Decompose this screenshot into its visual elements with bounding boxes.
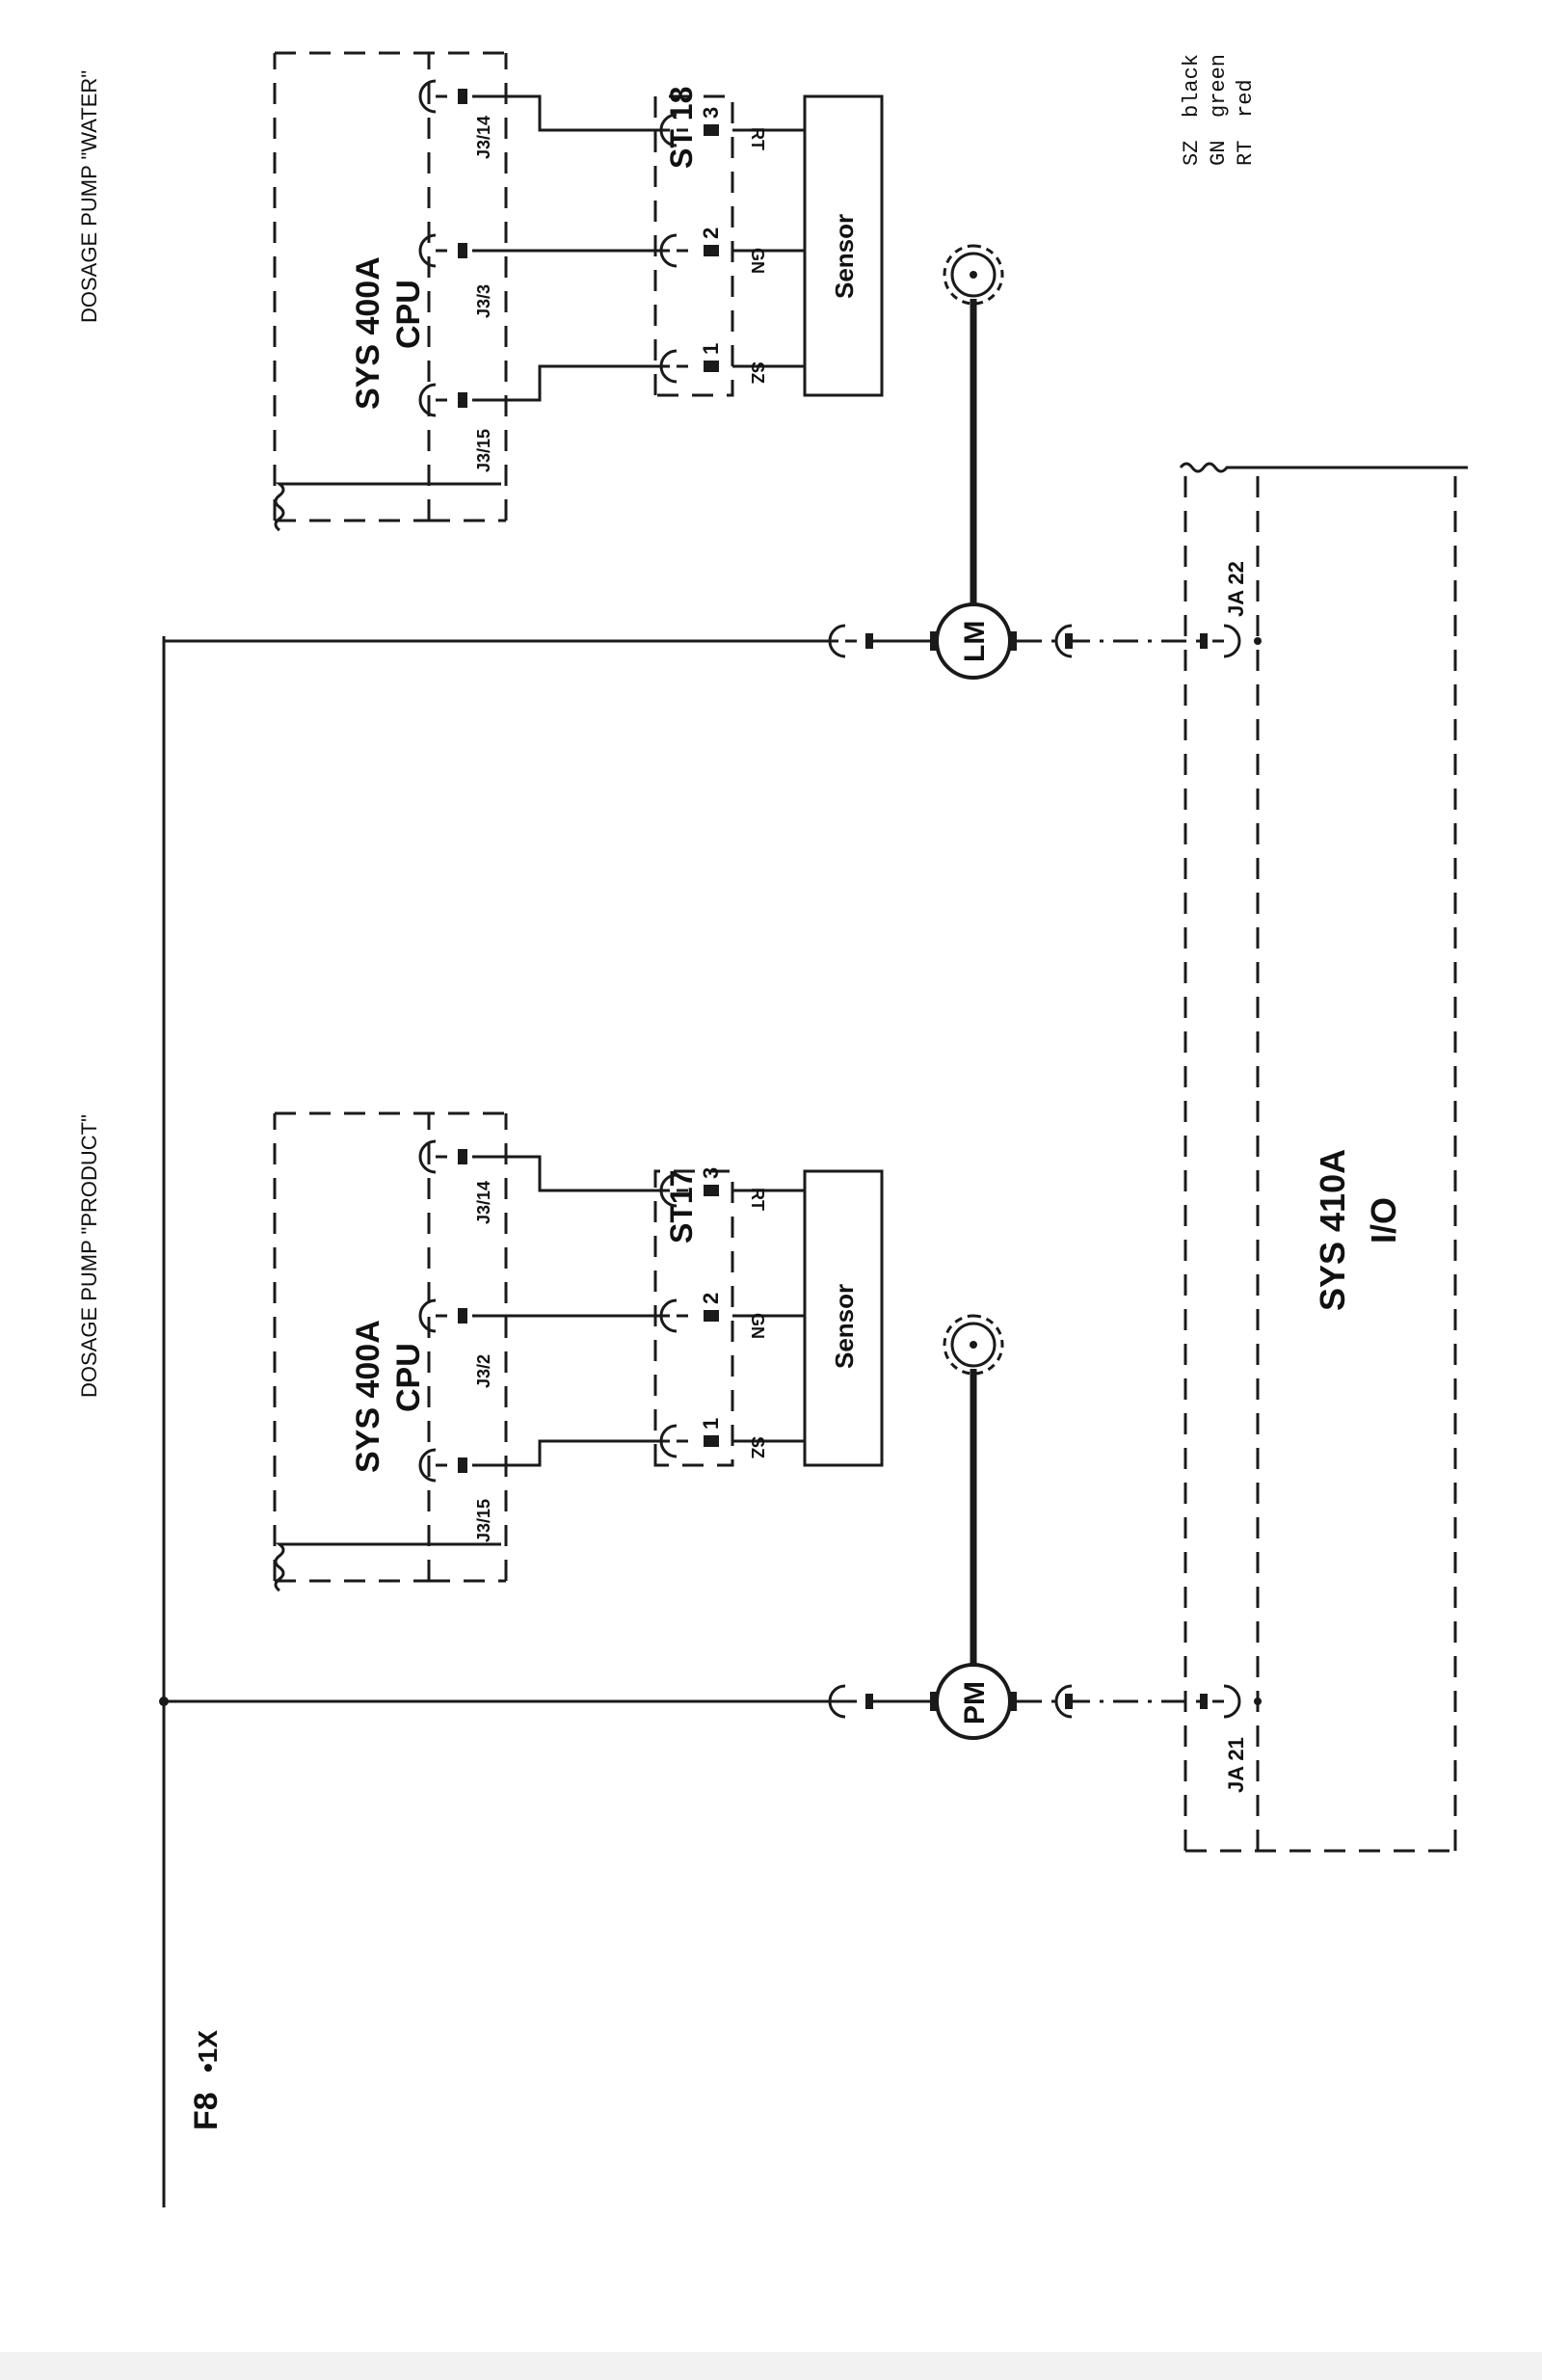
cpu-box-water [273,51,508,532]
legend-code-rt: RT [1234,141,1258,166]
io-pin-ja21: JA 21 [1224,1737,1248,1793]
cpu-water-line1: SYS 400A [350,256,386,410]
legend-code-sz: SZ [1180,141,1204,166]
fuse-label: F8 [188,2092,225,2130]
rotated-drawing: F8 •1X DOSAGE PUMP "PRODUCT" DOSAGE PUMP… [77,51,1468,2207]
wire-product-sz [472,1439,670,1467]
motor-pm-label: PM [959,1681,991,1725]
encoder-gear-product [943,1314,1004,1376]
plug-st17-pin-2: 2 [699,1293,723,1304]
io-line2: I/O [1364,1197,1403,1243]
color-legend: SZ black GN green RT red [1180,54,1258,166]
title-product: DOSAGE PUMP "PRODUCT" [77,1114,101,1398]
wire-label-water-sz: SZ [748,361,767,384]
legend-meaning-rt: red [1234,79,1258,118]
legend-meaning-gn: green [1207,54,1231,118]
cpu-water-line2: CPU [390,280,427,349]
cpu-product-pin-j3-14: J3/14 [474,1181,493,1224]
motor-lm-label: LM [959,621,991,662]
wire-label-water-rt: RT [748,127,767,150]
wire-label-product-rt: RT [748,1188,767,1211]
legend-code-gn: GN [1207,141,1231,166]
wire-label-product-sz: SZ [748,1436,767,1458]
wire-product-rt [472,1155,670,1192]
wire-water-sz [472,364,670,402]
plug-st18-pin-2: 2 [699,227,723,239]
plug-label-st18: ST 18 [664,87,699,169]
io-pin-ja22: JA 22 [1224,561,1248,617]
sensor-label-product: Sensor [830,1284,859,1369]
plug-st17-pin-3: 3 [699,1167,723,1179]
cpu-water-pin-j3-3: J3/3 [474,284,493,318]
wire-label-water-gn: GN [748,248,767,274]
sensor-box-product [803,1169,884,1467]
cpu-box-product [273,1111,508,1592]
title-water: DOSAGE PUMP "WATER" [77,70,101,323]
fuse-sub-label: •1X [193,2030,223,2072]
legend-meaning-sz: black [1180,54,1204,118]
cpu-product-pin-j3-2: J3/2 [474,1354,493,1388]
plug-box-st17 [653,1169,734,1467]
io-line1: SYS 410A [1313,1149,1352,1311]
plug-box-st18 [653,94,734,397]
plug-st17-pin-1: 1 [699,1418,723,1430]
wire-label-product-gn: GN [748,1313,767,1339]
io-box [1179,462,1468,1853]
cpu-water-pin-j3-15: J3/15 [474,429,493,472]
plug-label-st17: ST17 [664,1170,699,1243]
plug-st18-pin-3: 3 [699,107,723,119]
cpu-product-line1: SYS 400A [350,1320,386,1473]
cpu-product-pin-j3-15: J3/15 [474,1499,493,1542]
sensor-box-water [803,94,884,397]
sensor-label-water: Sensor [830,214,859,299]
wire-water-rt [472,94,670,132]
plug-st18-pin-1: 1 [699,343,723,355]
encoder-gear-water [943,244,1004,306]
cpu-product-line2: CPU [390,1343,427,1412]
cpu-water-pin-j3-14: J3/14 [474,116,493,159]
bottom-strip [0,2352,1542,2380]
